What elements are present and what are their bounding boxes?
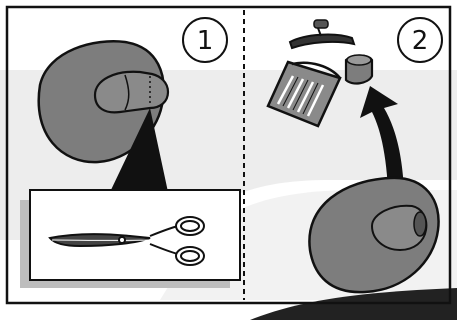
step-2-badge: 2 [398,18,442,62]
step-2-number: 2 [412,26,429,56]
trash-lid-icon [290,20,354,48]
cut-piece-icon [346,55,372,83]
step-1-badge: 1 [183,18,227,62]
step-1-number: 1 [197,26,214,56]
